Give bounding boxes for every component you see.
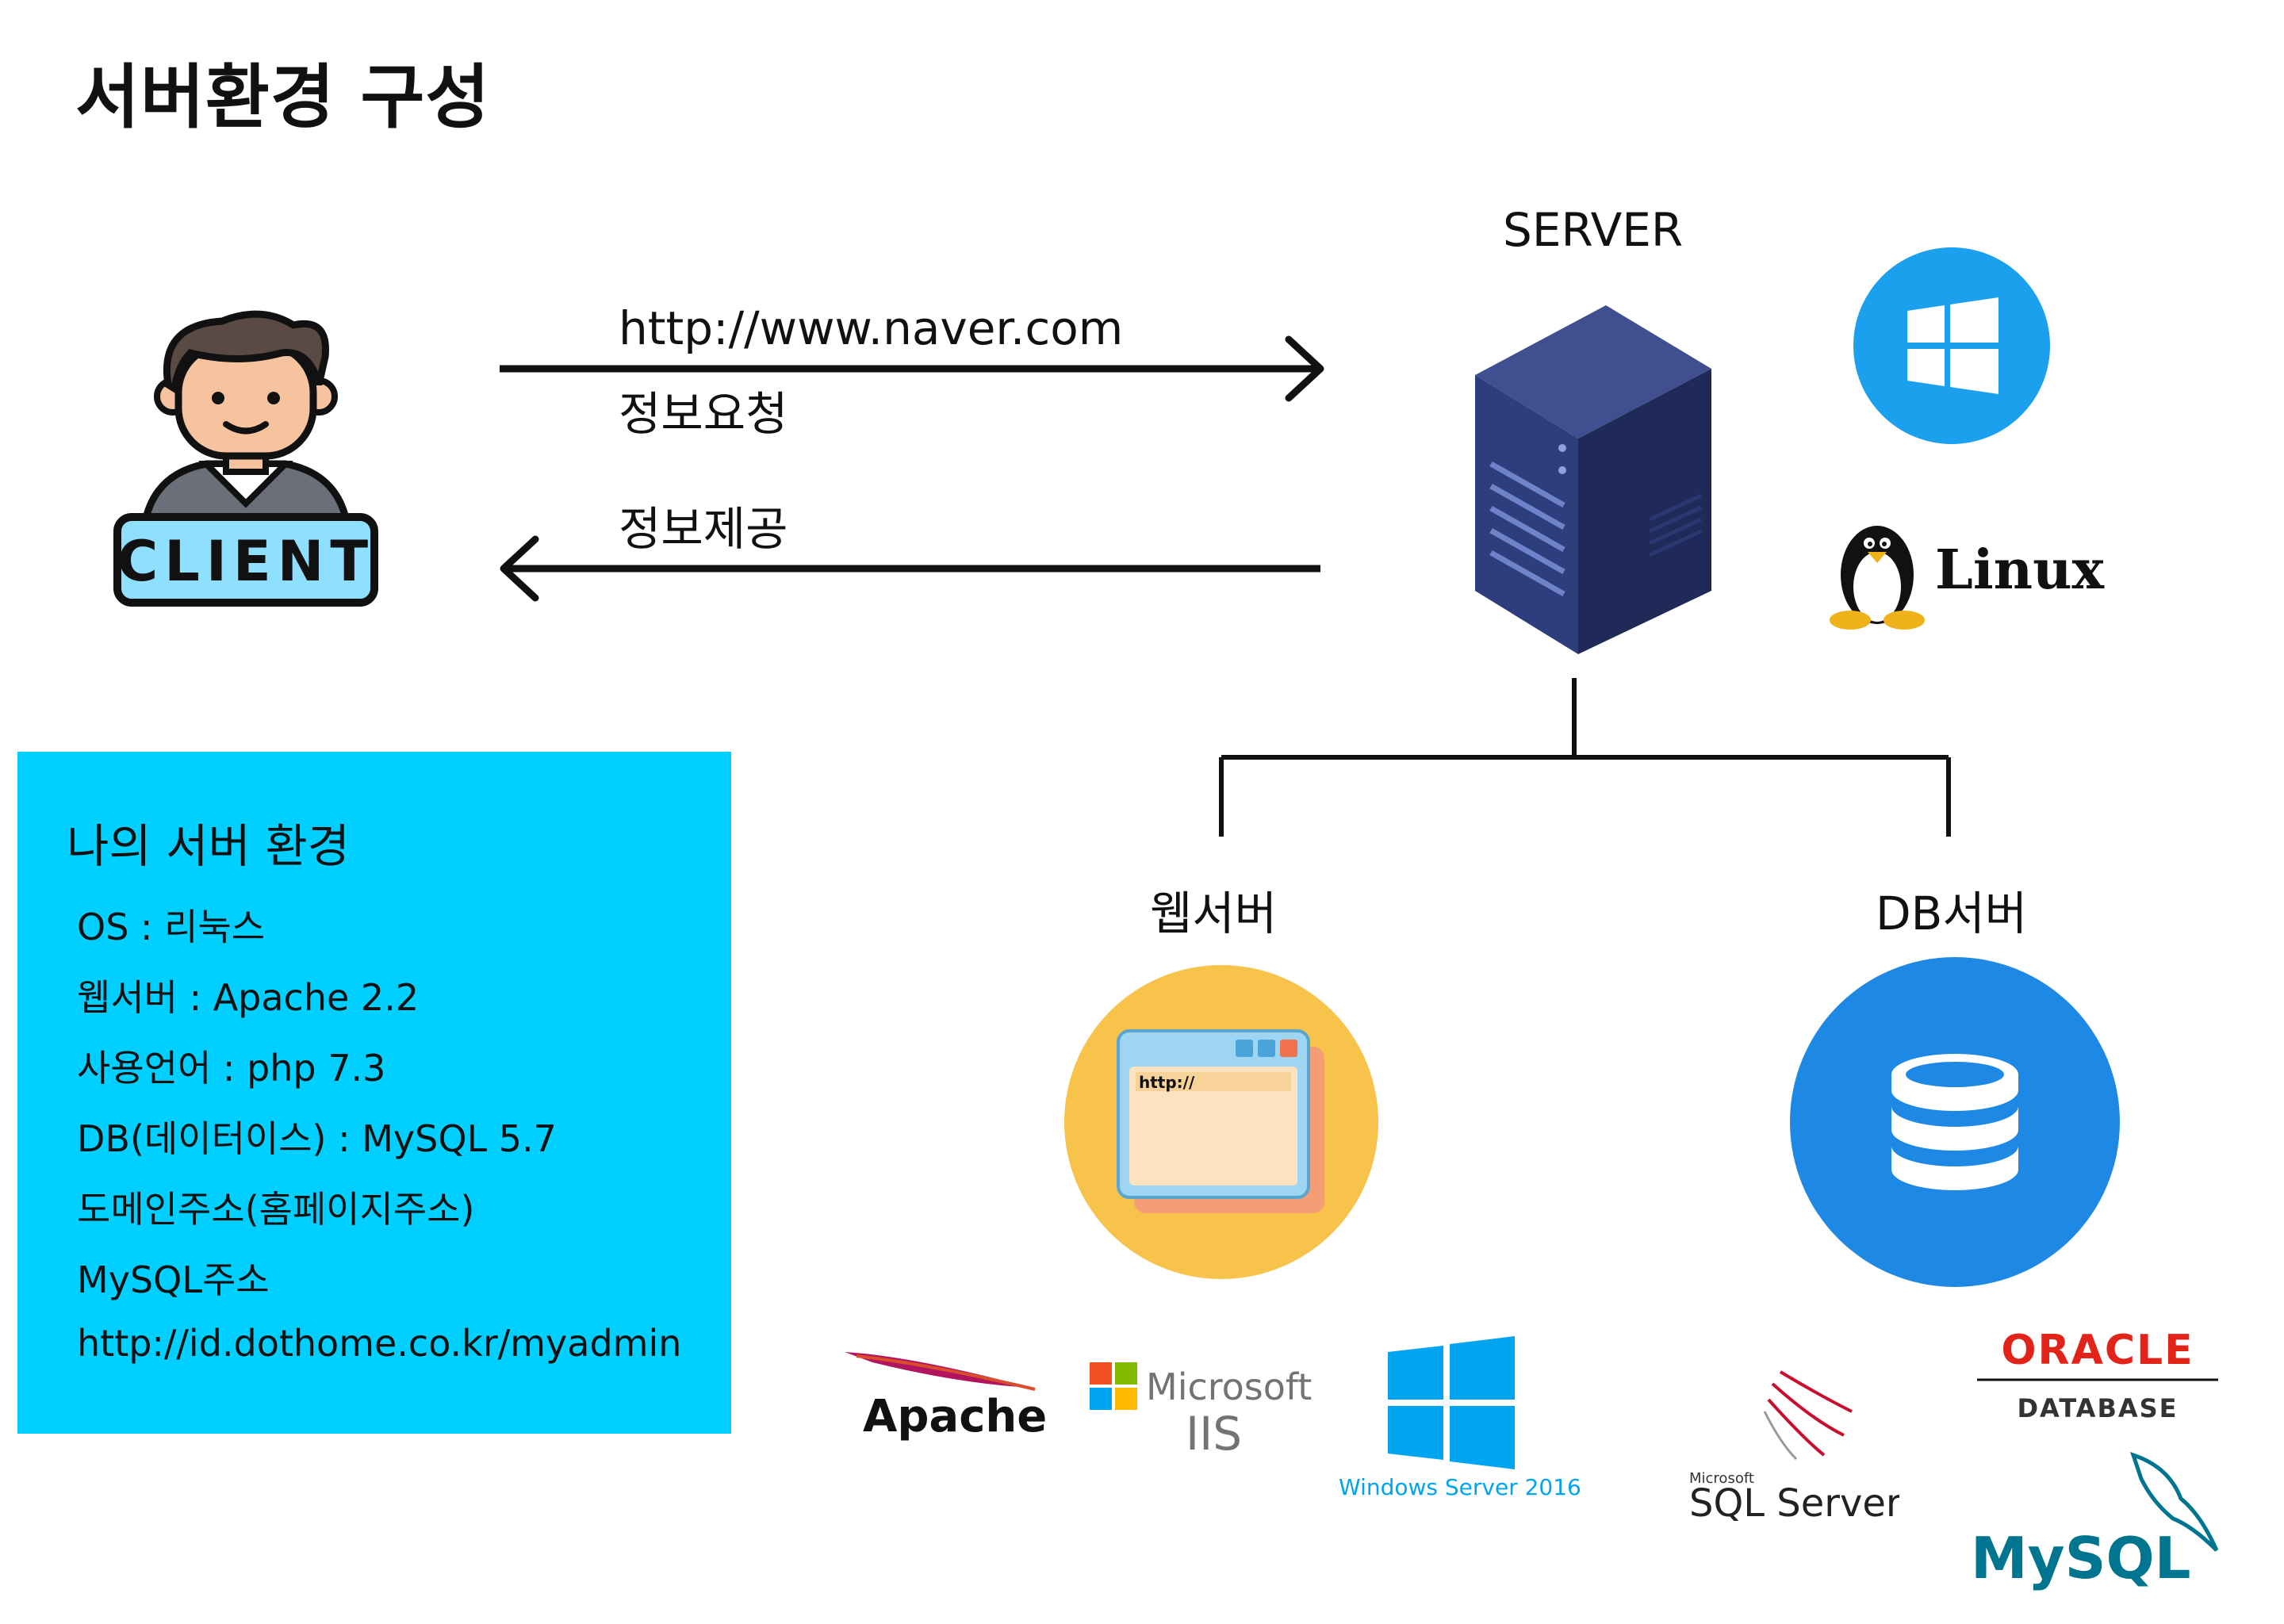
sql-server-microsoft-label: Microsoft: [1689, 1470, 1754, 1487]
linux-logo: Linux: [1830, 526, 2105, 630]
windows-icon: [1853, 247, 2050, 444]
tux-icon: [1830, 526, 1925, 630]
database-icon: [1790, 957, 2120, 1287]
info-language: 사용언어 : php 7.3: [77, 1047, 386, 1090]
iis-logo: Microsoft IIS: [1090, 1362, 1312, 1459]
info-domain: 도메인주소(홈페이지주소): [77, 1188, 475, 1231]
info-db: DB(데이터이스) : MySQL 5.7: [77, 1117, 557, 1160]
windows-server-label: Windows Server 2016: [1339, 1474, 1581, 1500]
client-icon: CLIENT: [113, 310, 378, 607]
response-text-label: 정보제공: [619, 502, 788, 556]
page-title: 서버환경 구성: [75, 56, 491, 138]
server-rack-icon: [1475, 305, 1711, 654]
info-os: OS : 리눅스: [77, 906, 266, 948]
mysql-logo: MySQL: [1971, 1452, 2219, 1591]
oracle-database-label: DATABASE: [2017, 1393, 2178, 1423]
info-mysql-address: MySQL주소: [77, 1258, 270, 1301]
windows-server-logo: Windows Server 2016: [1339, 1336, 1581, 1500]
oracle-database-logo: ORACLE DATABASE: [1977, 1327, 2218, 1423]
apache-logo: Apache: [845, 1352, 1047, 1442]
info-web-server: 웹서버 : Apache 2.2: [77, 976, 420, 1019]
server-environment-panel: 나의 서버 환경 OS : 리눅스 웹서버 : Apache 2.2 사용언어 …: [17, 752, 731, 1434]
iis-microsoft-label: Microsoft: [1146, 1365, 1312, 1408]
web-address-text: http://: [1139, 1073, 1195, 1092]
request-url-label: http://www.naver.com: [619, 301, 1124, 355]
web-server-label: 웹서버: [1150, 887, 1278, 940]
request-text-label: 정보요청: [619, 387, 788, 441]
server-label: SERVER: [1503, 203, 1684, 257]
web-browser-icon: http://: [1064, 965, 1378, 1279]
info-admin-url[interactable]: http://id.dothome.co.kr/myadmin: [77, 1322, 682, 1365]
response-arrow: [500, 535, 1320, 602]
db-server-label: DB서버: [1876, 887, 2028, 940]
sql-server-label: SQL Server: [1689, 1481, 1899, 1522]
oracle-label: ORACLE: [2001, 1327, 2194, 1374]
mysql-label: MySQL: [1971, 1525, 2191, 1591]
linux-label: Linux: [1935, 538, 2105, 602]
iis-label: IIS: [1186, 1407, 1242, 1459]
apache-label: Apache: [863, 1391, 1047, 1442]
panel-title: 나의 서버 환경: [67, 819, 351, 873]
client-badge-label: CLIENT: [117, 529, 374, 594]
sql-server-logo: Microsoft SQL Server: [1689, 1370, 1899, 1522]
tree-connector: [1219, 678, 1951, 837]
request-arrow: [500, 335, 1324, 402]
